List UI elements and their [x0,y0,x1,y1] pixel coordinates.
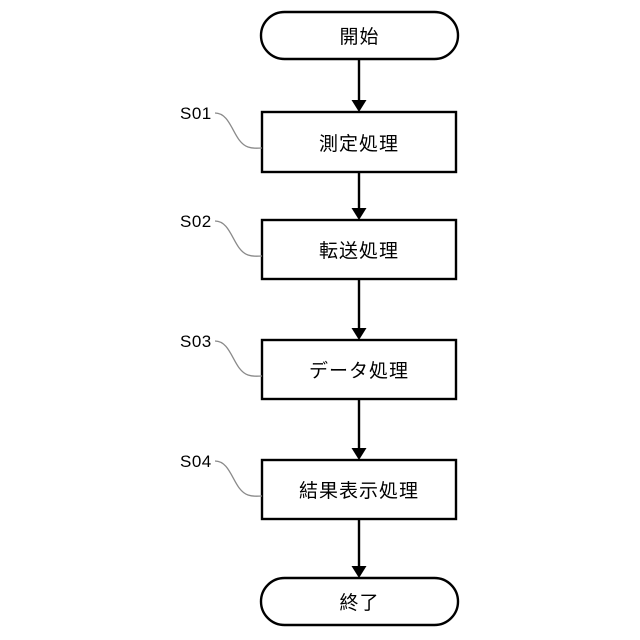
end-terminator-label: 終了 [339,593,380,614]
step-ref-label-s04: S04 [180,452,212,471]
process-box-s03-shape[interactable] [260,338,458,401]
process-box-s03-label: データ処理 [308,361,409,382]
step-ref-label-s03: S03 [180,332,212,351]
leader-line-s04 [214,460,263,497]
leader-line-s02 [214,220,263,257]
connector-s01-to-s02 [351,172,367,220]
step-ref-label-s02: S02 [180,212,212,231]
connector-s04-to-end [351,519,367,578]
connector-start-to-s01 [351,59,367,112]
process-box-s02-label: 転送処理 [318,241,399,262]
process-box-s01-label: 測定処理 [318,133,399,155]
connector-s03-to-s04 [351,399,367,460]
leader-line-s03 [214,340,263,377]
leader-line-s01 [214,112,263,149]
process-box-s04-label: 結果表示処理 [298,481,419,502]
start-terminator-label: 開始 [339,27,380,48]
process-box-s01-shape[interactable] [260,110,458,174]
connector-s02-to-s03 [351,279,367,340]
step-ref-label-s01: S01 [180,104,212,123]
end-terminator-shape[interactable] [259,576,460,627]
